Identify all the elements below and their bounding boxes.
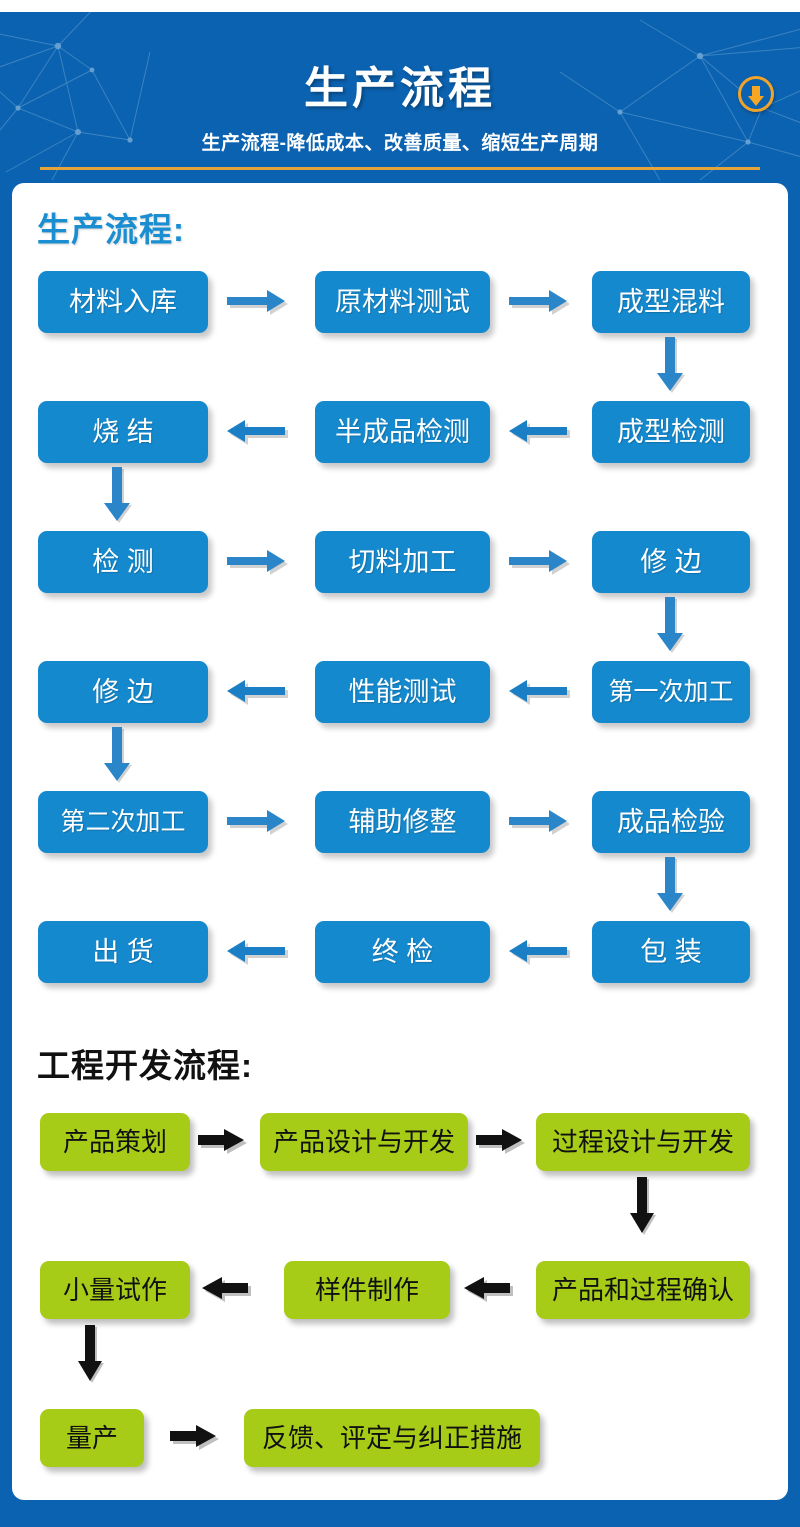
arrow-down-production-r0-c2: [657, 337, 687, 397]
download-circle-icon[interactable]: [738, 76, 774, 112]
flow-box-engineering-r1-c1[interactable]: 样件制作: [284, 1261, 450, 1319]
arrow-right-production-r4-a0: [227, 810, 293, 836]
flow-box-production-r4-c1[interactable]: 辅助修整: [315, 791, 490, 853]
arrow-right-production-r2-a1: [509, 550, 575, 576]
flow-box-engineering-r0-c1[interactable]: 产品设计与开发: [260, 1113, 468, 1171]
network-pattern-decoration: [0, 12, 800, 180]
arrow-right-production-r4-a1: [509, 810, 575, 836]
flow-box-production-r1-c2[interactable]: 成型检测: [592, 401, 750, 463]
footer-blue-strip: [0, 1500, 800, 1527]
flow-box-production-r3-c1[interactable]: 性能测试: [315, 661, 490, 723]
arrow-down-production-r2-c2: [657, 597, 687, 657]
section-heading-production: 生产流程:: [37, 211, 185, 248]
flow-box-engineering-r0-c2[interactable]: 过程设计与开发: [536, 1113, 750, 1171]
flow-box-production-r1-c1[interactable]: 半成品检测: [315, 401, 490, 463]
flow-box-production-r3-c2[interactable]: 第一次加工: [592, 661, 750, 723]
arrow-right-engineering-r0-a1: [476, 1129, 530, 1155]
flow-box-engineering-r0-c0[interactable]: 产品策划: [40, 1113, 190, 1171]
flow-box-engineering-r1-c2[interactable]: 产品和过程确认: [536, 1261, 750, 1319]
flow-box-production-r5-c2[interactable]: 包 装: [592, 921, 750, 983]
flow-box-production-r0-c0[interactable]: 材料入库: [38, 271, 208, 333]
arrow-down-production-r1-c0: [104, 467, 134, 527]
flow-box-production-r1-c0[interactable]: 烧 结: [38, 401, 208, 463]
flow-box-engineering-r2-c1[interactable]: 反馈、评定与纠正措施: [244, 1409, 540, 1467]
arrow-left-production-r3-a1: [509, 680, 575, 706]
arrow-right-production-r0-a1: [509, 290, 575, 316]
content-panel: 生产流程: 材料入库 原材料测试 成型混料: [12, 183, 788, 1500]
arrow-left-production-r5-a1: [509, 940, 575, 966]
arrow-down-engineering-r1-c0: [78, 1325, 106, 1387]
flow-box-production-r2-c2[interactable]: 修 边: [592, 531, 750, 593]
flow-box-engineering-r2-c0[interactable]: 量产: [40, 1409, 144, 1467]
arrow-left-production-r1-a0: [227, 420, 293, 446]
flow-box-production-r4-c0[interactable]: 第二次加工: [38, 791, 208, 853]
download-arrow-stem: [752, 86, 760, 97]
arrow-right-engineering-r2-a0: [170, 1425, 224, 1451]
arrow-right-engineering-r0-a0: [198, 1129, 252, 1155]
flow-box-production-r0-c1[interactable]: 原材料测试: [315, 271, 490, 333]
flow-box-production-r4-c2[interactable]: 成品检验: [592, 791, 750, 853]
top-white-sliver: [0, 0, 800, 12]
page-subtitle: 生产流程-降低成本、改善质量、缩短生产周期: [201, 133, 599, 154]
arrow-right-production-r0-a0: [227, 290, 293, 316]
flow-box-production-r5-c0[interactable]: 出 货: [38, 921, 208, 983]
flow-box-engineering-r1-c0[interactable]: 小量试作: [40, 1261, 190, 1319]
arrow-left-production-r3-a0: [227, 680, 293, 706]
arrow-right-production-r2-a0: [227, 550, 293, 576]
arrow-down-production-r4-c2: [657, 857, 687, 917]
arrow-down-production-r3-c0: [104, 727, 134, 787]
page-title: 生产流程: [304, 64, 496, 113]
page-header: 生产流程 生产流程-降低成本、改善质量、缩短生产周期: [0, 12, 800, 180]
flowchart-area: 生产流程: 材料入库 原材料测试 成型混料: [12, 183, 788, 1500]
arrow-down-engineering-r0-c2: [630, 1177, 658, 1239]
section-heading-engineering: 工程开发流程:: [37, 1047, 253, 1084]
flow-box-production-r0-c2[interactable]: 成型混料: [592, 271, 750, 333]
arrow-left-engineering-r1-a1: [464, 1277, 518, 1303]
arrow-left-production-r5-a0: [227, 940, 293, 966]
flow-box-production-r2-c0[interactable]: 检 测: [38, 531, 208, 593]
flow-box-production-r2-c1[interactable]: 切料加工: [315, 531, 490, 593]
flow-box-production-r5-c1[interactable]: 终 检: [315, 921, 490, 983]
download-arrow-head: [748, 96, 764, 106]
header-gold-divider: [40, 167, 760, 170]
arrow-left-production-r1-a1: [509, 420, 575, 446]
arrow-left-engineering-r1-a0: [202, 1277, 256, 1303]
flow-box-production-r3-c0[interactable]: 修 边: [38, 661, 208, 723]
